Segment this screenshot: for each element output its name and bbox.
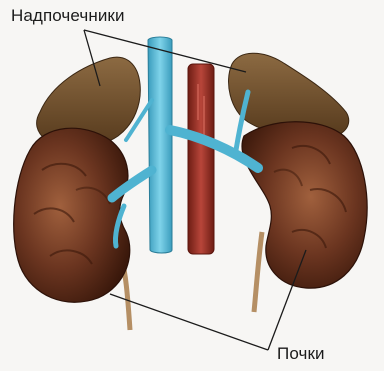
left-kidney [14, 128, 130, 302]
kidneys-leader-line-left [110, 294, 268, 350]
right-ureter [254, 232, 262, 312]
aorta [188, 64, 214, 254]
vena-cava [148, 37, 172, 253]
kidneys-label: Почки [277, 344, 325, 364]
adrenals-label: Надпочечники [11, 6, 125, 26]
